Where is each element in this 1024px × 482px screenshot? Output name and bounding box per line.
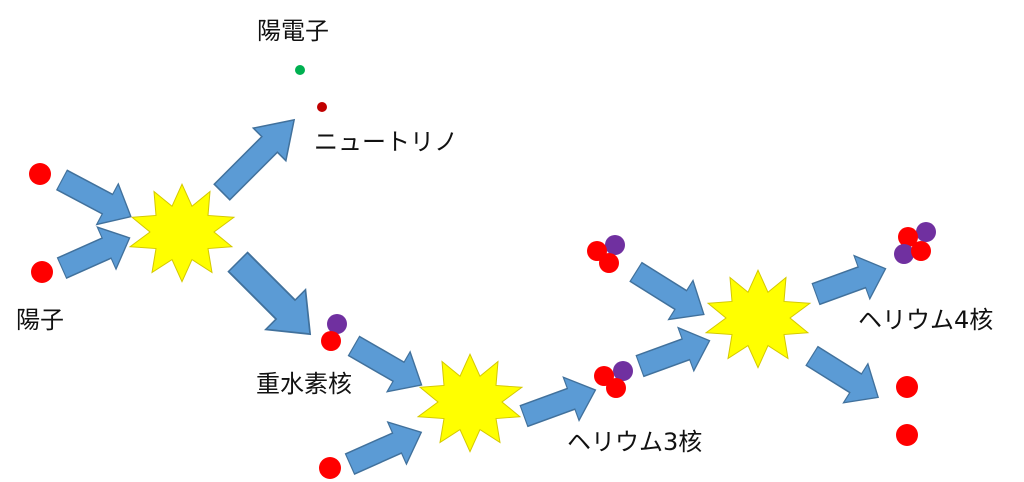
deuterium-nucleus xyxy=(321,314,347,351)
helium4-nucleus xyxy=(894,222,936,264)
helium3-nucleus-a xyxy=(587,235,625,273)
arrow-helium3b-to-fusion3 xyxy=(631,318,719,389)
fusion-burst-1 xyxy=(129,183,235,283)
arrow-fusion1-to-products xyxy=(204,102,312,210)
label-neutrino: ニュートリノ xyxy=(314,128,458,156)
neutrino-particle xyxy=(317,102,327,112)
proton-released-1 xyxy=(896,376,918,398)
arrow-proton3-to-fusion2 xyxy=(339,410,432,482)
arrow-proton2-to-fusion1 xyxy=(51,216,140,290)
positron-particle xyxy=(295,65,305,75)
arrow-fusion3-to-protons xyxy=(799,335,892,418)
arrow-proton1-to-fusion1 xyxy=(50,158,143,238)
proton-3 xyxy=(319,457,341,479)
proton-released-2 xyxy=(896,424,918,446)
label-deuterium: 重水素核 xyxy=(256,370,352,398)
proton-2 xyxy=(31,261,53,283)
label-proton: 陽子 xyxy=(16,306,64,334)
fusion-burst-2 xyxy=(417,353,523,453)
label-helium4: ヘリウム4核 xyxy=(858,306,993,334)
proton-1 xyxy=(29,163,51,185)
arrow-fusion1-to-deuterium xyxy=(217,241,331,355)
label-positron: 陽電子 xyxy=(257,17,329,45)
arrow-deuterium-to-fusion2 xyxy=(341,325,434,406)
label-helium3: ヘリウム3核 xyxy=(567,428,702,456)
arrow-helium3a-to-fusion3 xyxy=(623,251,717,335)
fusion-burst-3 xyxy=(705,269,811,369)
helium3-nucleus-b xyxy=(594,361,633,398)
